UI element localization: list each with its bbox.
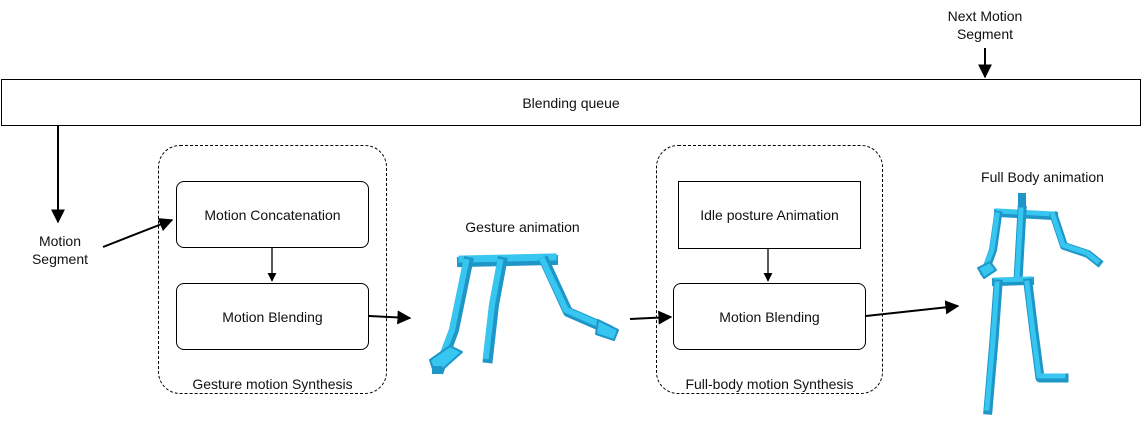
arrow-blend-to-gesture bbox=[368, 310, 412, 325]
blending-queue-box: Blending queue bbox=[1, 79, 1141, 126]
gesture-motion-blending-box: Motion Blending bbox=[176, 283, 369, 350]
motion-concatenation-box: Motion Concatenation bbox=[176, 181, 369, 248]
fullbody-animation-label: Full Body animation bbox=[981, 169, 1104, 185]
arrow-gesture-to-fullbody bbox=[629, 310, 673, 325]
arrow-segment-to-concat bbox=[102, 218, 174, 248]
blending-queue-label: Blending queue bbox=[522, 94, 620, 111]
fullbody-skeleton-figure bbox=[977, 193, 1104, 415]
fullbody-synthesis-caption: Full-body motion Synthesis bbox=[685, 376, 854, 392]
gesture-synthesis-caption: Gesture motion Synthesis bbox=[192, 376, 353, 392]
arrow-blend-to-fullbody bbox=[865, 300, 960, 317]
gesture-animation-label: Gesture animation bbox=[465, 219, 580, 235]
next-motion-segment-label: Next Motion Segment bbox=[947, 8, 1023, 42]
motion-segment-label: Motion Segment bbox=[31, 233, 89, 267]
fullbody-motion-blending-box: Motion Blending bbox=[673, 283, 866, 350]
fullbody-synthesis-group bbox=[656, 145, 883, 394]
gesture-skeleton-figure bbox=[429, 253, 619, 375]
gesture-synthesis-group bbox=[158, 145, 387, 394]
idle-posture-animation-box: Idle posture Animation bbox=[678, 181, 861, 249]
